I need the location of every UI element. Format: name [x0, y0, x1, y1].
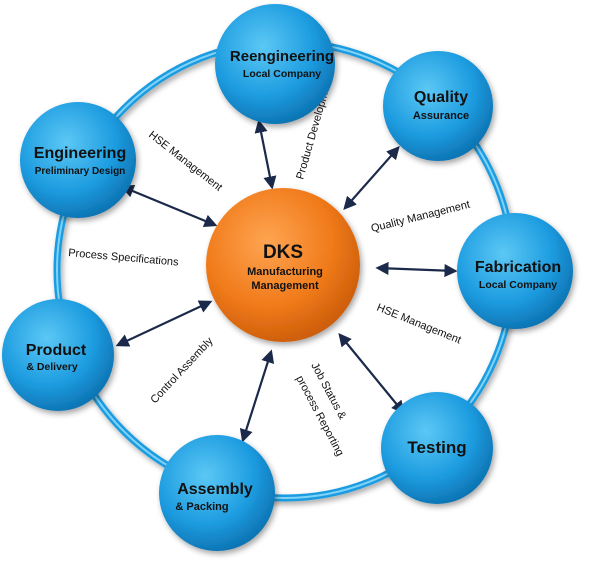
node-title: Reengineering	[230, 48, 334, 65]
node-subtitle: Preliminary Design	[35, 166, 126, 177]
node-subtitle: Assurance	[413, 110, 469, 122]
arrow-engineering	[120, 184, 218, 228]
label-hse-management-right: HSE Management	[375, 302, 463, 347]
node-title: Quality	[414, 89, 468, 106]
node-fabrication: Fabrication Local Company	[457, 213, 573, 329]
node-circle	[457, 213, 573, 329]
node-subtitle: Local Company	[243, 68, 321, 80]
node-circle	[381, 392, 493, 504]
node-subtitle: Local Company	[479, 279, 557, 291]
center-node-dks: DKS Manufacturing Management	[206, 188, 360, 342]
center-title: DKS	[263, 242, 303, 263]
node-reengineering: Reengineering Local Company	[215, 4, 335, 124]
node-circle	[2, 299, 114, 411]
node-circle	[20, 102, 136, 218]
arrow-reengineering	[254, 119, 277, 190]
label-control-assembly: Control Assembly	[148, 335, 215, 406]
node-subtitle: & Packing	[175, 501, 228, 513]
arrow-fabrication	[375, 261, 458, 278]
node-product: Product & Delivery	[2, 299, 114, 411]
node-circle	[159, 435, 275, 551]
node-assembly: Assembly & Packing	[159, 435, 275, 551]
node-testing: Testing	[381, 392, 493, 504]
node-title: Assembly	[177, 481, 253, 498]
label-process-specifications: Process Specifications	[68, 247, 180, 269]
center-subtitle-line2: Management	[251, 280, 319, 292]
node-title: Engineering	[34, 145, 126, 162]
center-circle	[206, 188, 360, 342]
node-engineering: Engineering Preliminary Design	[20, 102, 136, 218]
arrow-testing	[338, 332, 405, 415]
arrow-quality	[343, 146, 400, 210]
label-quality-management: Quality Management	[370, 199, 471, 235]
arrow-product	[115, 300, 213, 347]
node-subtitle: & Delivery	[26, 361, 78, 373]
arrow-assembly	[239, 349, 275, 443]
node-circle	[383, 51, 493, 161]
node-title: Product	[26, 342, 87, 359]
node-title: Fabrication	[475, 259, 561, 276]
node-title: Testing	[407, 438, 466, 457]
center-subtitle-line1: Manufacturing	[247, 266, 323, 278]
connector-arrows	[115, 119, 458, 443]
label-hse-management-top: HSE Management	[146, 129, 224, 194]
node-circle	[215, 4, 335, 124]
node-quality: Quality Assurance	[383, 51, 493, 161]
